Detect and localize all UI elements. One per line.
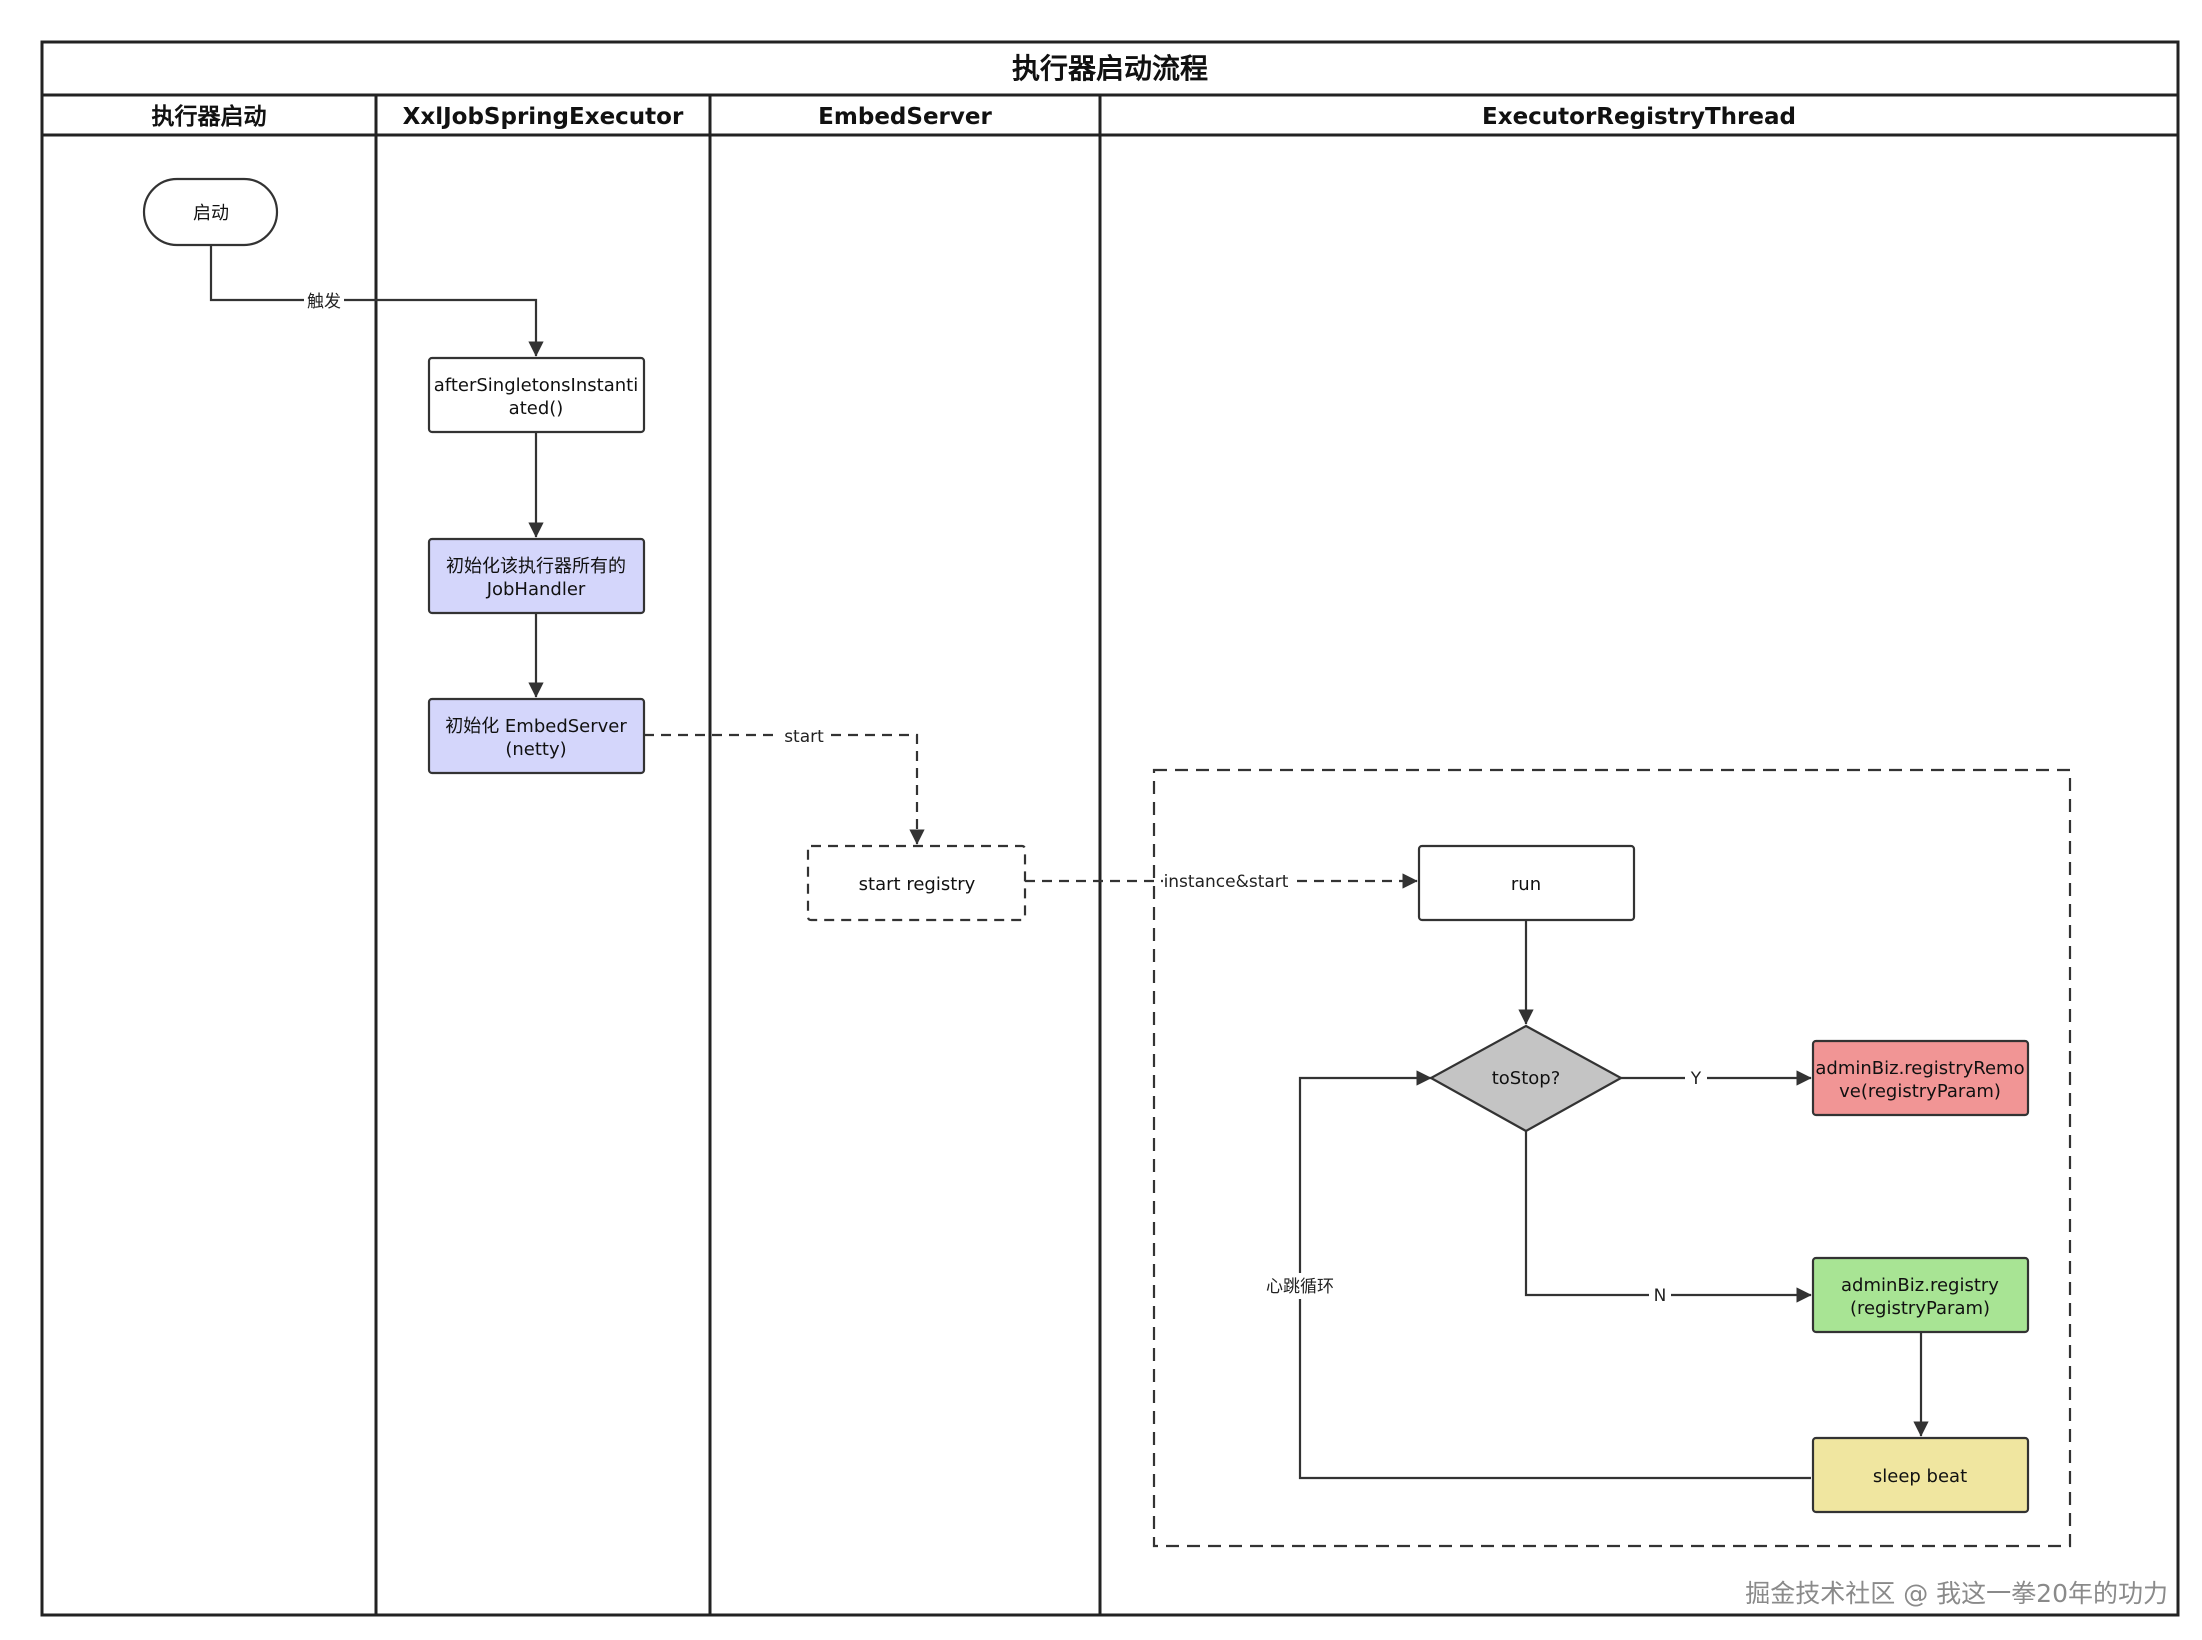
init-embedserver-label-line-2: (netty) (505, 739, 566, 760)
lane-header-executor-start: 执行器启动 (152, 103, 267, 130)
init-jobhandler-label-line-1: 初始化该执行器所有的 (446, 556, 626, 577)
trigger-connector (209, 245, 544, 357)
sleep-beat-node (1811, 1436, 2030, 1514)
start-registry-label: start registry (859, 874, 976, 895)
init-jobhandler-node (427, 537, 646, 615)
diagram-frame (40, 40, 2180, 1617)
init-jobhandler-label-line-2: JobHandler (486, 579, 586, 600)
instance-start-label: instance&start (1164, 872, 1289, 892)
trigger-label: 触发 (307, 292, 341, 312)
no-label: N (1654, 1286, 1667, 1306)
lane-header-embed-server: EmbedServer (818, 104, 992, 130)
watermark: 掘金技术社区 @ 我这一拳20年的功力 (1745, 1579, 2168, 1608)
diagram-title: 执行器启动流程 (1012, 52, 1208, 85)
no-label-background (1649, 1284, 1671, 1306)
trigger-label-background (304, 289, 344, 312)
instance-start-label-background (1163, 869, 1290, 893)
start-node (142, 177, 279, 247)
heartbeat-loop-label: 心跳循环 (1266, 1277, 1334, 1297)
start-label: start (784, 727, 824, 747)
run-label: run (1511, 874, 1541, 895)
after-singletons-instantiated-label-line-2: ated() (509, 398, 564, 419)
registry-remove-label-line-2: ve(registryParam) (1839, 1081, 2001, 1102)
registry-remove-node (1811, 1039, 2030, 1117)
init-embedserver-node (427, 697, 646, 775)
run-node (1417, 844, 1636, 922)
registry-thread-group (1152, 768, 2072, 1548)
sleep-beat-label: sleep beat (1873, 1466, 1967, 1487)
after-singletons-instantiated-node (427, 356, 646, 434)
no-connector (1524, 1131, 1812, 1303)
to-stop-label: toStop? (1492, 1068, 1561, 1089)
start-registry-node (806, 844, 1027, 922)
yes-label: Y (1690, 1069, 1702, 1089)
to-stop-decision (1428, 1024, 1624, 1133)
init-embedserver-label-line-1: 初始化 EmbedServer (445, 716, 627, 737)
heartbeat-loop-label-background (1264, 1273, 1336, 1299)
lane-header-xxljob-spring-executor: XxlJobSpringExecutor (403, 104, 684, 130)
start-node-label: 启动 (193, 203, 229, 224)
registry-label-line-1: adminBiz.registry (1841, 1275, 1999, 1296)
registry-label-line-2: (registryParam) (1850, 1298, 1990, 1319)
registry-remove-label-line-1: adminBiz.registryRemo (1815, 1058, 2024, 1079)
start-connector (644, 733, 925, 845)
after-singletons-instantiated-label-line-1: afterSingletonsInstanti (434, 375, 638, 396)
start-label-background (780, 725, 828, 747)
lane-header-executor-registry-thread: ExecutorRegistryThread (1482, 104, 1796, 130)
yes-label-background (1685, 1067, 1707, 1089)
heartbeat-loop-connector (1298, 1070, 1811, 1480)
registry-node (1811, 1256, 2030, 1334)
